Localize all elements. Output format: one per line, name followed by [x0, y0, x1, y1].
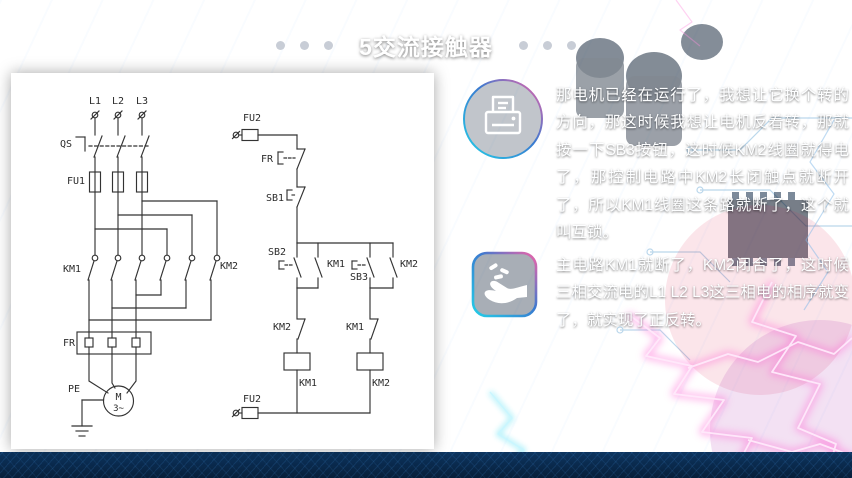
earth-ground: [71, 399, 105, 437]
decor-dot: [276, 40, 286, 50]
label-fu1: FU1: [67, 176, 85, 187]
diagram-labels: L1 L2 L3 QS FU1 KM1 KM2 FR PE M 3~ FU2 F…: [60, 96, 418, 414]
label-km1-aux: KM1: [327, 259, 345, 270]
decor-dot: [566, 40, 576, 50]
bottom-decor-band: [0, 452, 852, 478]
slide-title-bar: 5交流接触器: [0, 27, 852, 63]
decor-dot: [542, 40, 552, 50]
note-text-interlock: 那电机已经在运行了，我想让它换个转的方向，那这时候我想让电机反着转，那就按一下S…: [556, 87, 849, 242]
label-km2-coil: KM2: [372, 378, 390, 389]
label-fr-ctrl: FR: [261, 154, 274, 165]
label-km2-aux: KM2: [400, 259, 418, 270]
label-l1: L1: [89, 96, 101, 107]
label-motor-m: M: [115, 392, 121, 403]
decor-dots-right: [518, 40, 576, 50]
label-fu2-bottom: FU2: [243, 394, 261, 405]
decor-dot: [518, 40, 528, 50]
label-km2-main: KM2: [220, 261, 238, 272]
label-qs: QS: [60, 139, 72, 150]
decor-dots-left: [276, 40, 334, 50]
label-l3: L3: [136, 96, 148, 107]
hand-coins-icon: [471, 251, 538, 318]
decor-dot: [300, 40, 310, 50]
label-motor-3ph: 3~: [113, 404, 124, 414]
circuit-diagram-panel: L1 L2 L3 QS FU1 KM1 KM2 FR PE M 3~ FU2 F…: [11, 73, 434, 449]
label-km1-nc: KM1: [346, 322, 364, 333]
label-km2-nc: KM2: [273, 322, 291, 333]
label-sb2: SB2: [268, 247, 286, 258]
label-km1-coil: KM1: [299, 378, 317, 389]
fr-overload-relay: [76, 331, 152, 355]
label-sb1: SB1: [266, 193, 284, 204]
control-circuit-wiring: [231, 128, 398, 420]
label-fu2-top: FU2: [243, 113, 261, 124]
decor-dot: [324, 40, 334, 50]
motor-symbol: [102, 385, 135, 417]
printer-icon: [462, 78, 544, 160]
label-l2: L2: [112, 96, 124, 107]
km-main-contacts: [87, 254, 221, 281]
label-pe: PE: [68, 384, 80, 395]
label-km1-main: KM1: [63, 264, 81, 275]
note-text-reversal: 主电路KM1就断了，KM2闭合了，这时候三相交流电的L1 L2 L3这三相电的相…: [556, 257, 849, 329]
main-circuit-wiring: [71, 110, 221, 437]
label-fr-main: FR: [63, 338, 76, 349]
label-sb3: SB3: [350, 272, 368, 283]
page-title: 5交流接触器: [359, 34, 493, 60]
circuit-diagram: L1 L2 L3 QS FU1 KM1 KM2 FR PE M 3~ FU2 F…: [60, 96, 418, 437]
